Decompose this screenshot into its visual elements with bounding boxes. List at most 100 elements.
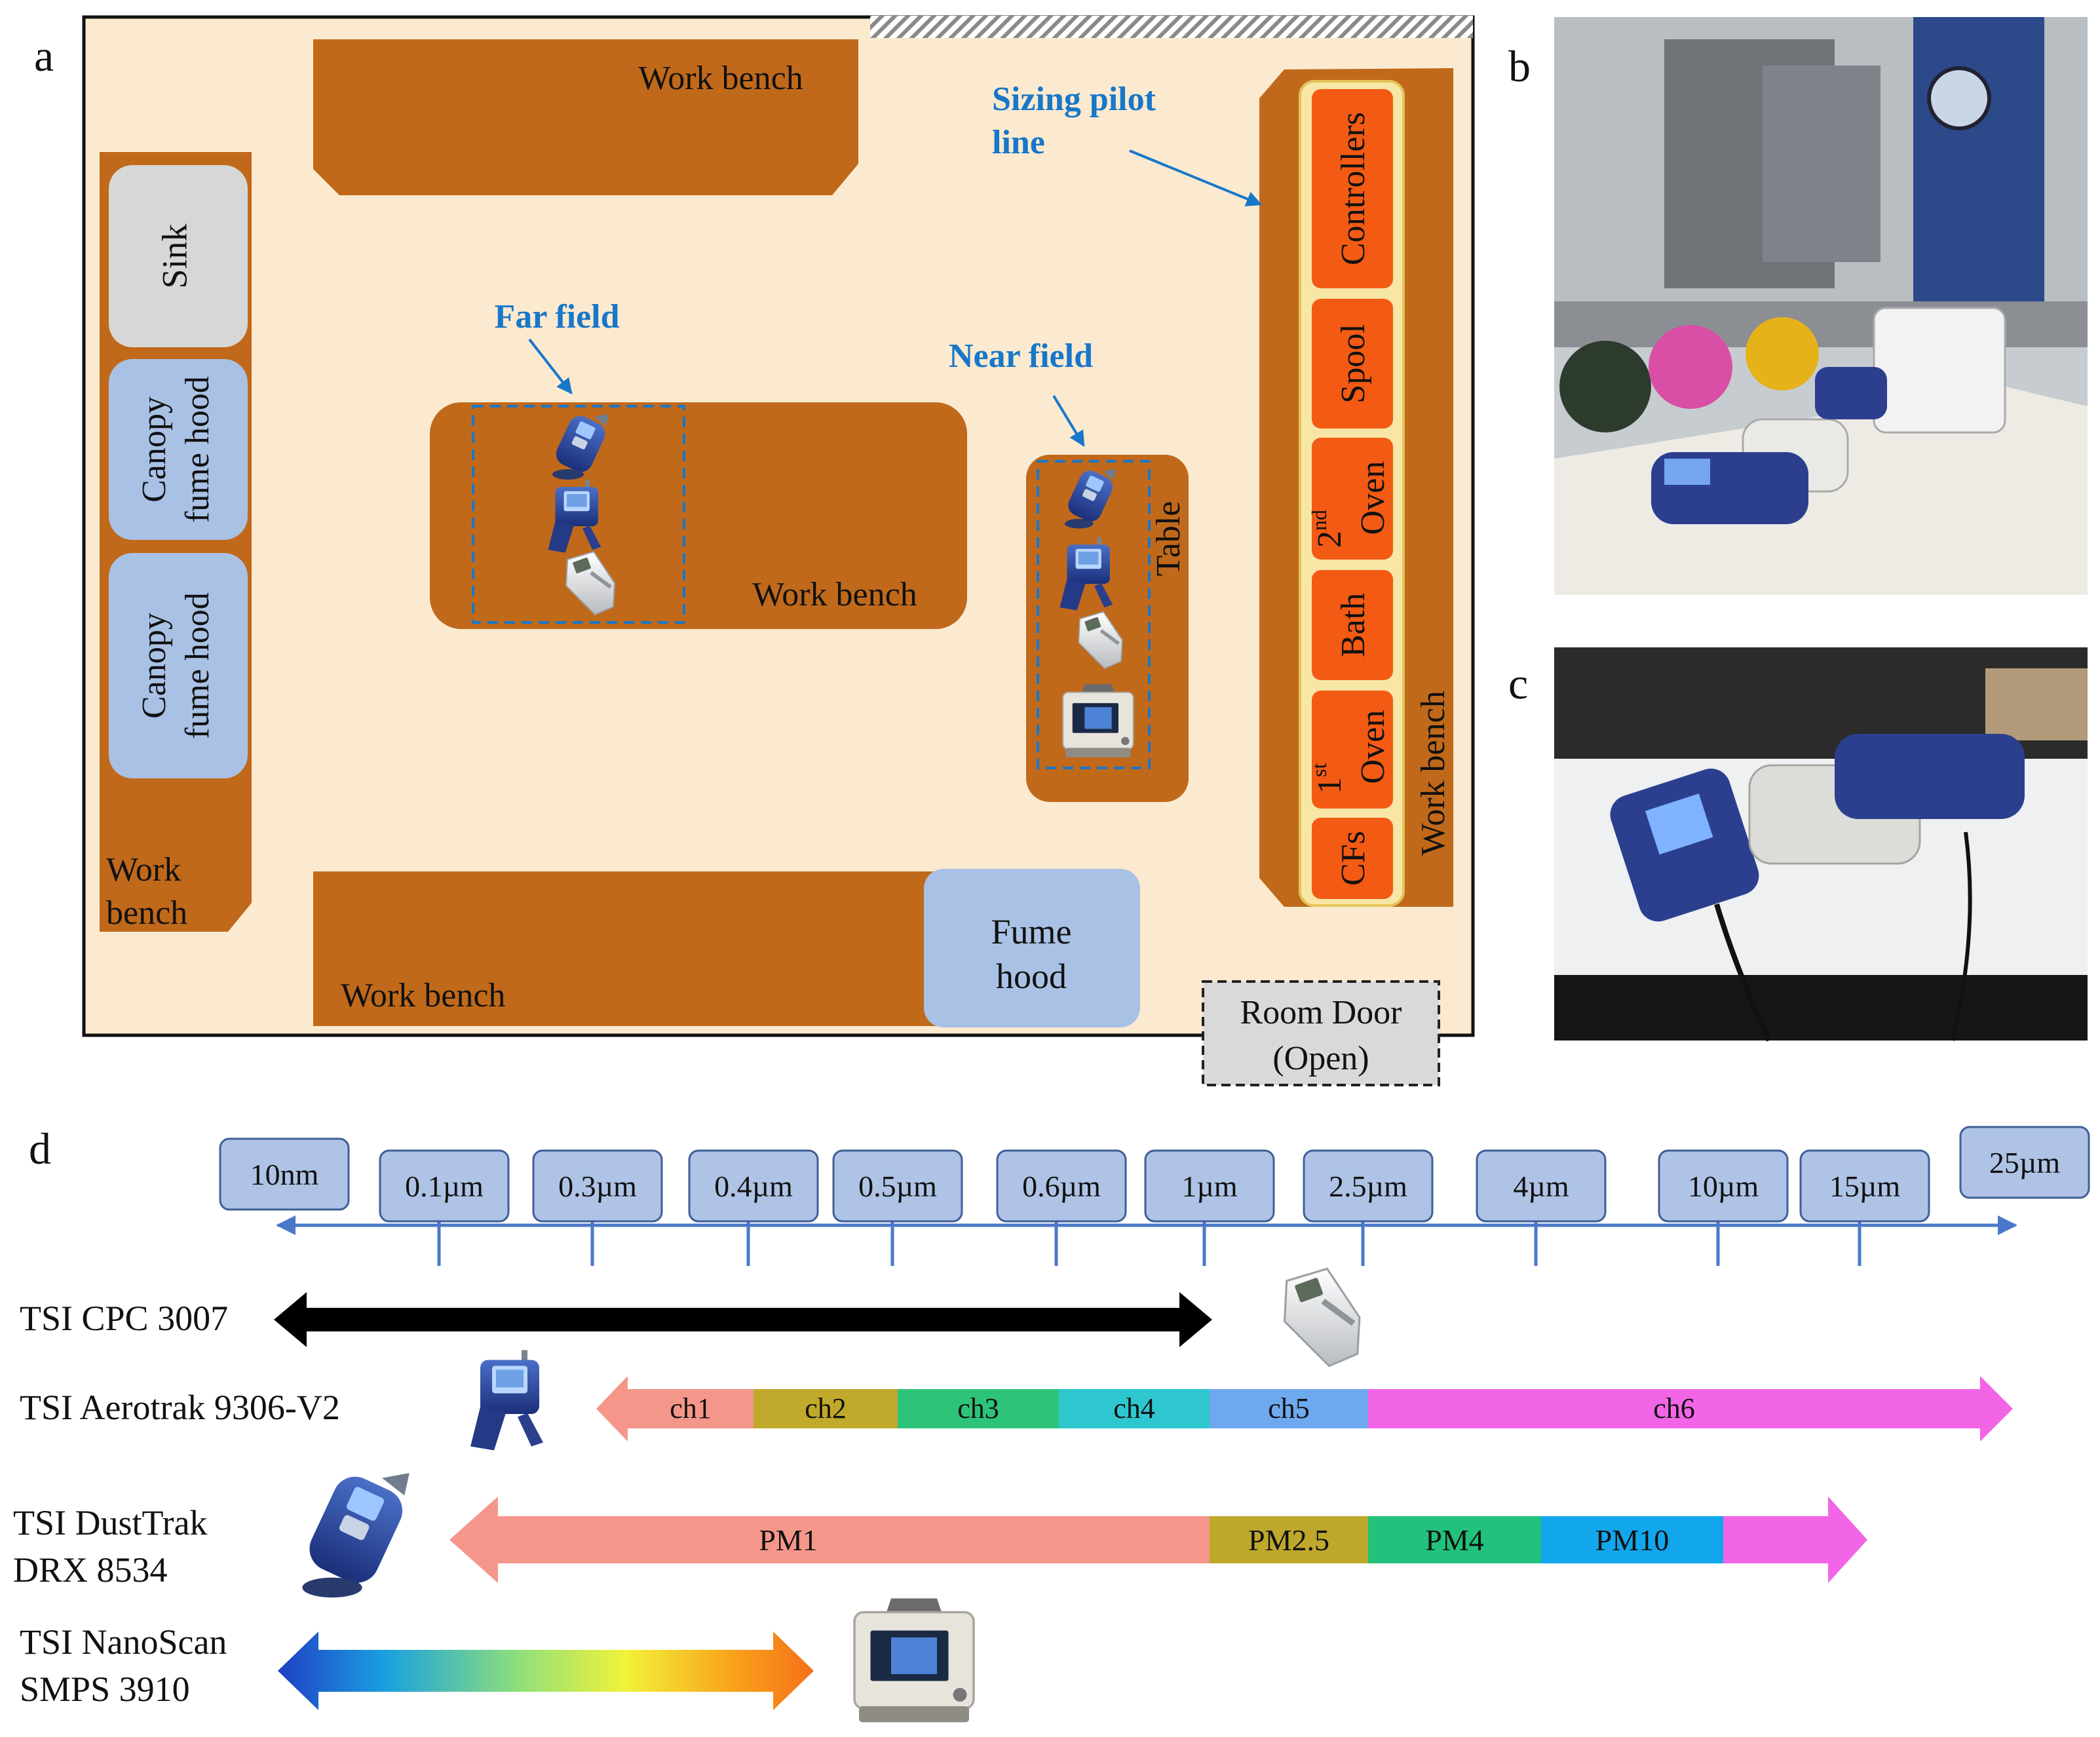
aerotrak-channel-label: ch1 bbox=[670, 1392, 712, 1424]
photo-c-cable-2 bbox=[1951, 831, 1972, 1041]
size-tick-label: 10nm bbox=[250, 1158, 319, 1191]
first-oven-label-1: 1st bbox=[1307, 763, 1348, 794]
work-bench-left-label-1: Work bbox=[106, 851, 181, 888]
aerotrak-channel-label: ch2 bbox=[805, 1392, 847, 1424]
first-oven-unit bbox=[1312, 691, 1393, 809]
second-oven-suffix: nd bbox=[1307, 510, 1331, 531]
controllers-unit bbox=[1312, 89, 1393, 288]
size-tick-box bbox=[832, 1149, 963, 1223]
work-bench-bottom bbox=[313, 871, 944, 1026]
photo-c-aerotrak-screen bbox=[1645, 793, 1713, 855]
cpc-range-arrow bbox=[274, 1292, 1212, 1347]
photo-c-cable-1 bbox=[1714, 903, 1772, 1042]
size-tick-label: 0.1µm bbox=[405, 1170, 484, 1203]
size-tick-box bbox=[532, 1149, 663, 1223]
dusttrak-range-label: PM2.5 bbox=[1248, 1523, 1329, 1557]
dusttrak-range-label: PM10 bbox=[1595, 1523, 1669, 1557]
far-field-arrow bbox=[528, 338, 573, 394]
table-label: Table bbox=[1150, 501, 1187, 577]
photo-b-bin-2 bbox=[1649, 325, 1732, 409]
near-field-label: Near field bbox=[949, 337, 1093, 375]
photo-b bbox=[1554, 17, 2088, 595]
cpc-label: TSI CPC 3007 bbox=[20, 1299, 228, 1338]
size-tick-box bbox=[219, 1137, 350, 1211]
size-tick-label: 0.5µm bbox=[858, 1170, 937, 1203]
photo-b-door-window bbox=[1927, 66, 1991, 130]
aerotrak-device-icon bbox=[470, 1350, 543, 1451]
photo-b-bench bbox=[1554, 301, 2088, 347]
photo-c bbox=[1554, 647, 2088, 1042]
canopy-fume-hood-2-label-1: Canopy bbox=[136, 613, 173, 719]
room-door-label-2: (Open) bbox=[1272, 1040, 1369, 1077]
first-oven-label-2: Oven bbox=[1354, 710, 1392, 784]
room-door bbox=[1202, 980, 1440, 1086]
bath-unit bbox=[1312, 570, 1393, 680]
spool-label: Spool bbox=[1335, 324, 1372, 403]
aerotrak-channel-segment bbox=[628, 1389, 754, 1428]
fume-hood-label-2: hood bbox=[996, 957, 1067, 996]
aerotrak-channel-segment bbox=[898, 1389, 1059, 1428]
nanoscan-device-icon bbox=[853, 1597, 975, 1724]
floor-plan: Work bench Sink Canopy fume hood Canopy … bbox=[82, 15, 1475, 1086]
photo-b-aerotrak bbox=[1815, 367, 1887, 419]
sizing-pilot-line-arrow bbox=[1129, 149, 1263, 206]
photo-b-dusttrak-screen bbox=[1664, 459, 1710, 485]
size-tick-label: 10µm bbox=[1688, 1170, 1759, 1203]
sink-label: Sink bbox=[155, 223, 194, 288]
aerotrak-label: TSI Aerotrak 9306-V2 bbox=[20, 1388, 340, 1427]
size-tick-box bbox=[1799, 1149, 1930, 1223]
aerotrak-channel-label: ch5 bbox=[1268, 1392, 1310, 1424]
size-tick-label: 15µm bbox=[1829, 1170, 1901, 1203]
work-bench-bottom-label: Work bench bbox=[341, 977, 505, 1014]
photo-c-box bbox=[1985, 668, 2088, 740]
near-field-zone bbox=[1037, 460, 1151, 769]
dusttrak-device-icon bbox=[302, 1469, 410, 1598]
size-tick-box bbox=[1959, 1126, 2090, 1199]
size-tick-box bbox=[688, 1149, 819, 1223]
aerotrak-channel-segment bbox=[1368, 1389, 1980, 1428]
panel-label-d: d bbox=[29, 1124, 51, 1174]
sizing-pilot-line-label-1: Sizing pilot bbox=[992, 81, 1156, 118]
dusttrak-range-segment bbox=[498, 1516, 1210, 1563]
far-field-zone bbox=[472, 405, 685, 624]
dusttrak-tail-segment bbox=[1723, 1516, 1828, 1563]
photo-c-dusttrak bbox=[1835, 734, 2025, 819]
size-tick-label: 0.3µm bbox=[558, 1170, 637, 1203]
dusttrak-label-2: DRX 8534 bbox=[13, 1550, 168, 1590]
dusttrak-label-1: TSI DustTrak bbox=[13, 1503, 208, 1542]
nanoscan-range-arrow bbox=[278, 1632, 814, 1710]
panel-label-b: b bbox=[1508, 41, 1531, 91]
photo-b-machine bbox=[1763, 66, 1880, 262]
fume-hood-label-1: Fume bbox=[991, 912, 1071, 951]
photo-b-door bbox=[1913, 17, 2044, 345]
aerotrak-right-arrowhead bbox=[1980, 1376, 2013, 1441]
work-bench-top-label: Work bench bbox=[638, 60, 803, 97]
fume-hood bbox=[924, 869, 1140, 1027]
nanoscan-label-2: SMPS 3910 bbox=[20, 1670, 190, 1709]
second-oven-label-1: 2nd bbox=[1307, 510, 1348, 548]
first-oven-suffix: st bbox=[1307, 763, 1331, 777]
far-field-label: Far field bbox=[494, 298, 619, 335]
canopy-fume-hood-2 bbox=[109, 553, 248, 778]
first-oven-number: 1 bbox=[1311, 777, 1348, 794]
cpc-device-icon bbox=[1285, 1269, 1360, 1365]
size-tick-label: 0.4µm bbox=[714, 1170, 793, 1203]
size-tick-label: 4µm bbox=[1513, 1170, 1569, 1203]
controllers-label: Controllers bbox=[1335, 112, 1372, 265]
work-bench-left-label-2: bench bbox=[106, 894, 187, 932]
aerotrak-left-arrowhead bbox=[596, 1376, 628, 1441]
work-bench-top bbox=[313, 39, 858, 195]
dusttrak-left-arrowhead bbox=[449, 1497, 498, 1583]
near-nanoscan-icon bbox=[1062, 683, 1134, 758]
canopy-fume-hood-1-label-2: fume hood bbox=[179, 376, 216, 523]
dusttrak-range-label: PM1 bbox=[759, 1523, 817, 1557]
aerotrak-channel-label: ch4 bbox=[1113, 1392, 1155, 1424]
room-door-label-1: Room Door bbox=[1240, 994, 1402, 1031]
window-wall bbox=[870, 16, 1473, 38]
size-tick-box bbox=[379, 1149, 510, 1223]
sizing-pilot-line-label-2: line bbox=[992, 124, 1045, 161]
